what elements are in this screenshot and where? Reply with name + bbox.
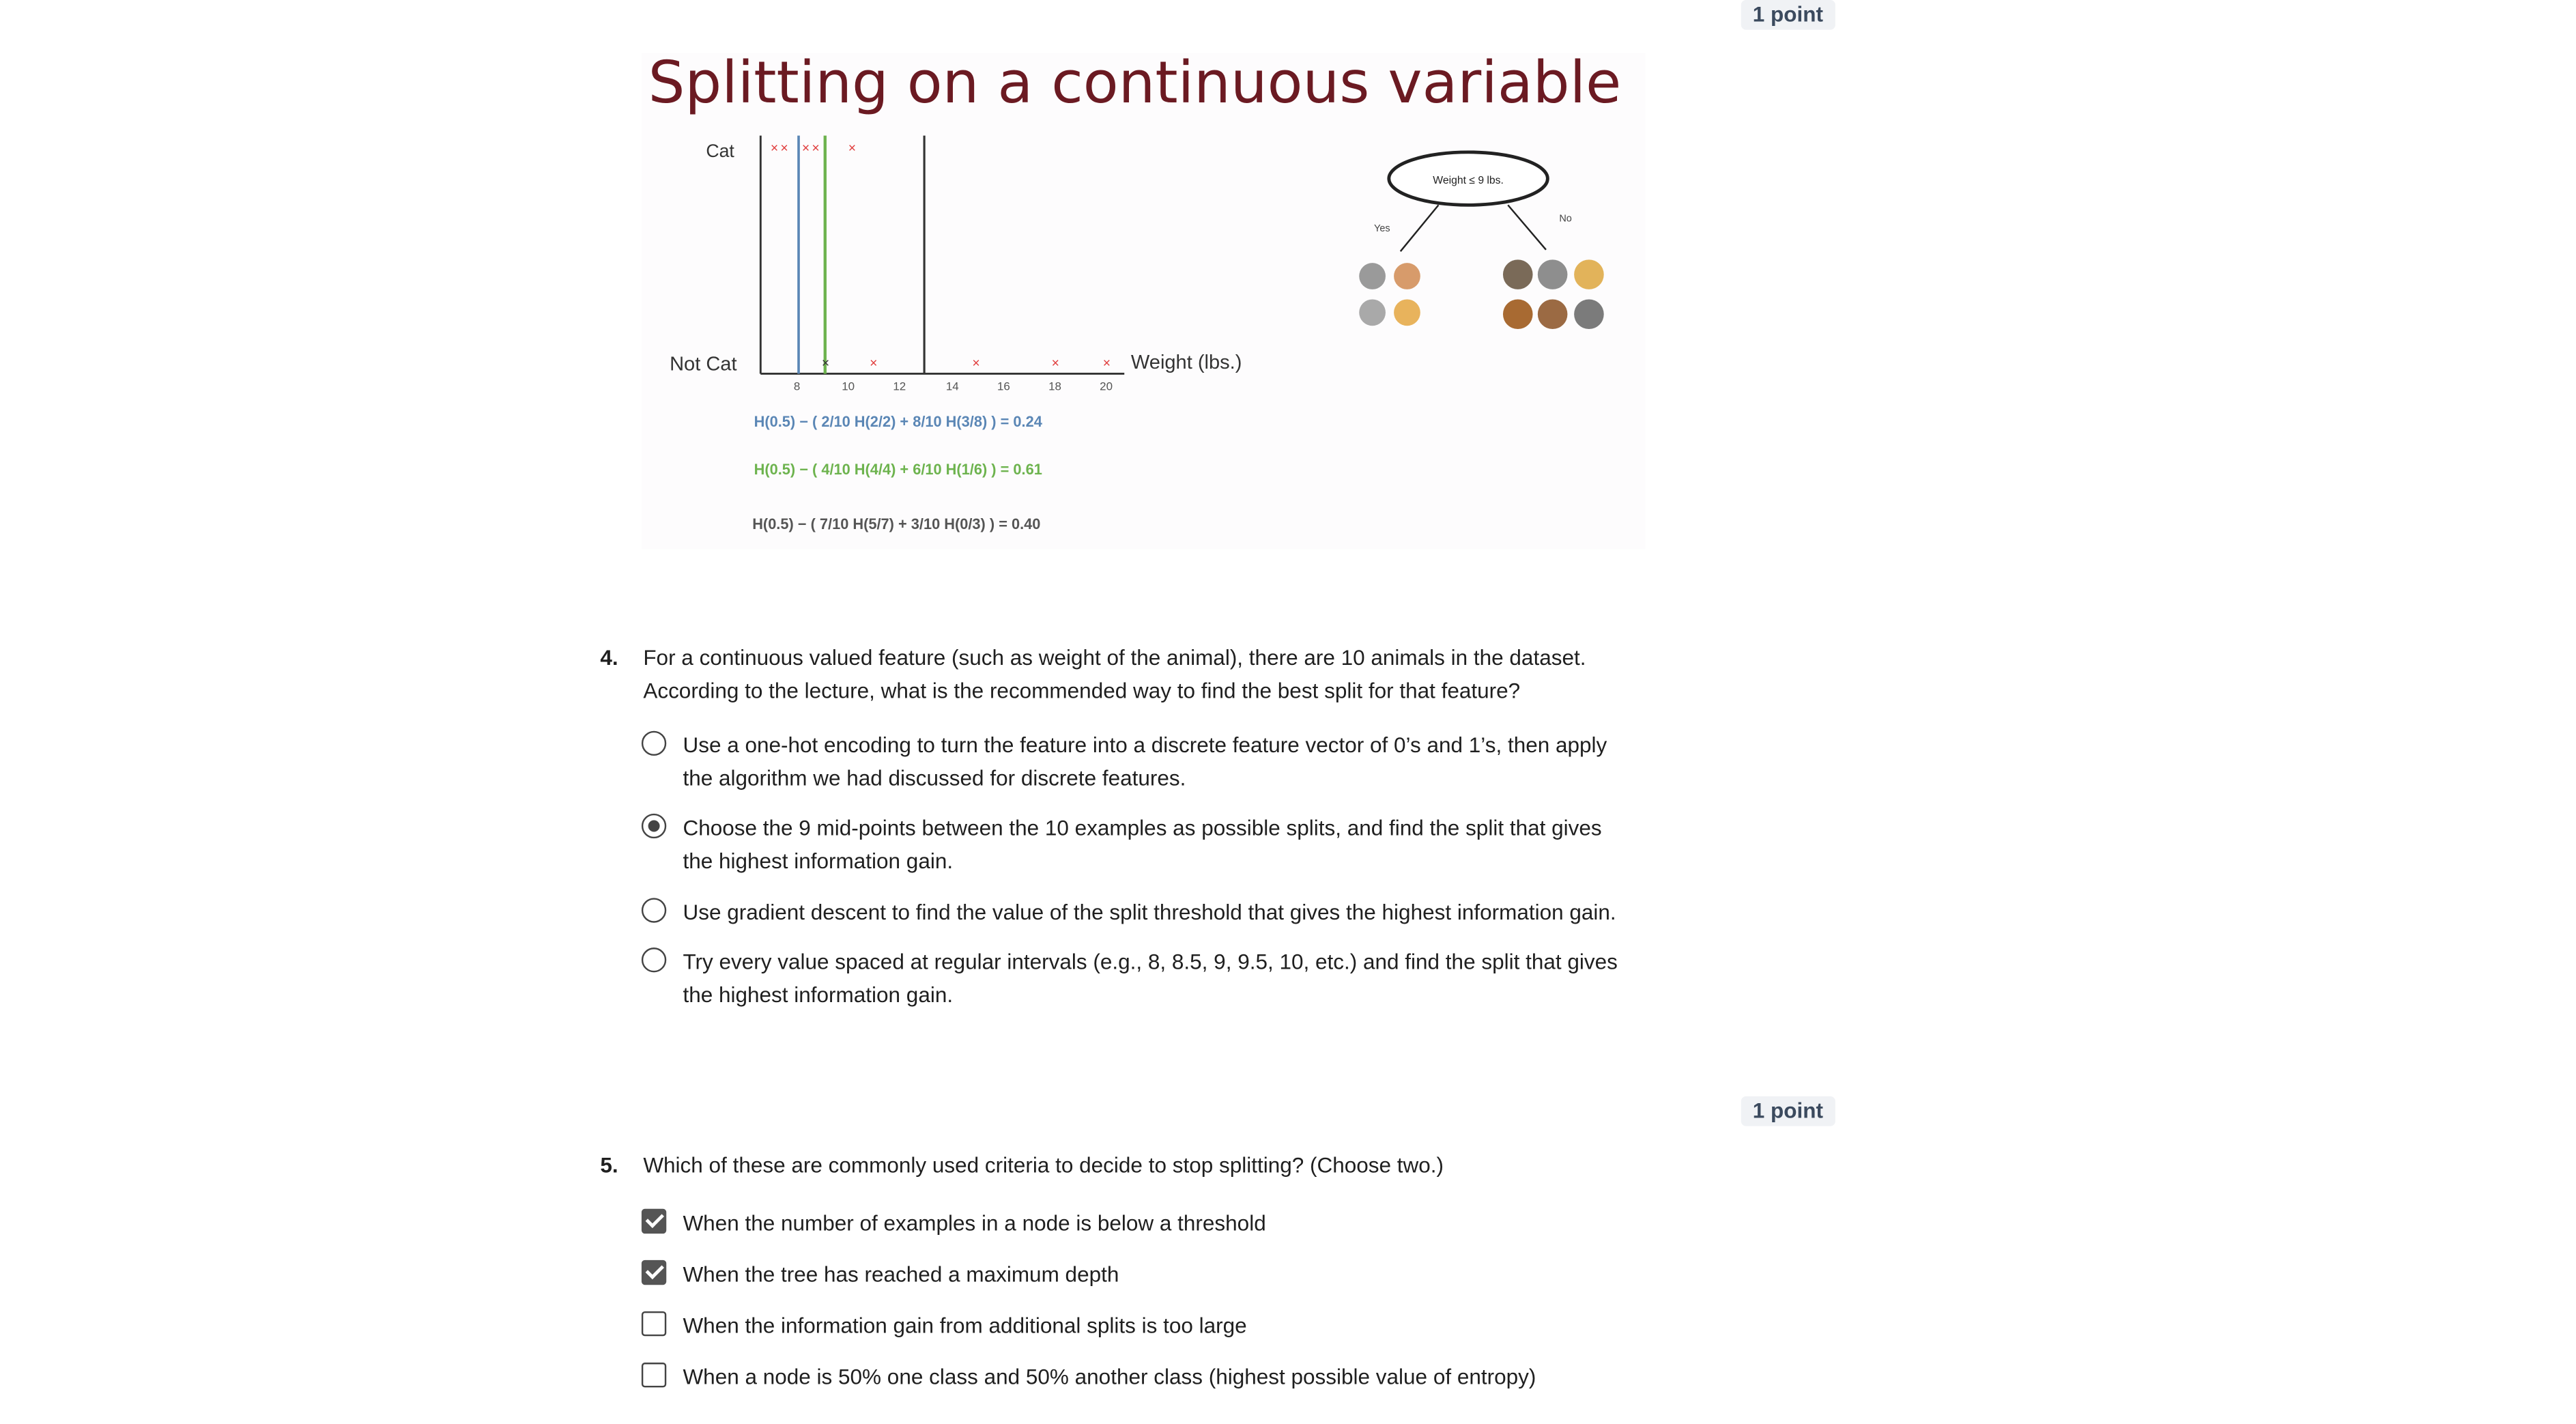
svg-text:16: 16 <box>997 380 1010 393</box>
q5-option-3-label: When the information gain from additiona… <box>683 1313 1247 1338</box>
y-label-not-cat: Not Cat <box>670 354 736 375</box>
radio-button[interactable] <box>641 898 667 923</box>
question-5-number: 5. <box>600 1152 618 1178</box>
tree-no-label: No <box>1559 214 1572 225</box>
tree-yes-label: Yes <box>1374 223 1390 234</box>
q5-option-2-label: When the tree has reached a maximum dept… <box>683 1262 1119 1287</box>
tree-root-node <box>1387 150 1549 207</box>
points-badge-q5: 1 point <box>1741 1096 1835 1126</box>
question-4-number: 4. <box>600 644 618 670</box>
svg-text:14: 14 <box>946 380 959 393</box>
svg-text:×: × <box>870 356 877 371</box>
svg-text:×: × <box>812 141 819 156</box>
question-5-text: Which of these are commonly used criteri… <box>643 1152 1444 1178</box>
checkbox[interactable] <box>641 1363 667 1388</box>
q4-option-3-label: Use gradient descent to find the value o… <box>683 899 1616 925</box>
q5-option-1-label: When the number of examples in a node is… <box>683 1210 1266 1236</box>
x-axis-label: Weight (lbs.) <box>1131 352 1242 373</box>
svg-text:20: 20 <box>1100 380 1113 393</box>
svg-text:18: 18 <box>1048 380 1061 393</box>
q4-option-4-label: Try every value spaced at regular interv… <box>683 949 1618 1008</box>
svg-text:×: × <box>1052 356 1059 371</box>
tree-edge-yes <box>1399 204 1440 252</box>
radio-button-selected[interactable] <box>641 813 667 839</box>
formula-blue: H(0.5) − ( 2/10 H(2/2) + 8/10 H(3/8) ) =… <box>754 413 1042 430</box>
points-badge-q3: 1 point <box>1741 0 1835 30</box>
svg-text:8: 8 <box>794 380 800 393</box>
formula-green: H(0.5) − ( 4/10 H(4/4) + 6/10 H(1/6) ) =… <box>754 461 1042 478</box>
cat-markers: ×× ×× × <box>771 141 856 156</box>
not-cat-markers: × × × × × <box>822 356 1111 371</box>
q4-option-1-label: Use a one-hot encoding to turn the featu… <box>683 732 1607 791</box>
q5-option-4-label: When a node is 50% one class and 50% ano… <box>683 1364 1536 1389</box>
y-label-cat: Cat <box>706 141 734 161</box>
slide-title: Splitting on a continuous variable <box>648 53 1622 117</box>
tree-root-label: Weight ≤ 9 lbs. <box>1433 175 1504 186</box>
checkbox-checked[interactable] <box>641 1208 667 1234</box>
svg-text:×: × <box>972 356 979 371</box>
svg-text:×: × <box>848 141 856 156</box>
animal-icons-no <box>1502 259 1604 330</box>
svg-text:×: × <box>780 141 788 156</box>
animal-icons-yes <box>1359 263 1420 326</box>
svg-text:×: × <box>771 141 778 156</box>
tree-edge-no <box>1507 204 1547 251</box>
radio-button[interactable] <box>641 730 667 756</box>
slide-figure: Splitting on a continuous variable Cat N… <box>648 53 1622 533</box>
svg-text:12: 12 <box>893 380 906 393</box>
checkbox-checked[interactable] <box>641 1259 667 1285</box>
formula-black: H(0.5) − ( 7/10 H(5/7) + 3/10 H(0/3) ) =… <box>752 515 1040 532</box>
lecture-slide-image: Splitting on a continuous variable Cat N… <box>641 53 1646 550</box>
radio-button[interactable] <box>641 948 667 973</box>
question-4-text: For a continuous valued feature (such as… <box>643 644 1586 703</box>
x-ticks: 8 10 12 14 16 18 20 <box>794 380 1113 393</box>
svg-text:×: × <box>1103 356 1111 371</box>
checkbox[interactable] <box>641 1311 667 1337</box>
svg-text:×: × <box>822 356 829 371</box>
q4-option-2-label: Choose the 9 mid-points between the 10 e… <box>683 815 1602 874</box>
svg-text:×: × <box>802 141 810 156</box>
svg-text:10: 10 <box>842 380 855 393</box>
